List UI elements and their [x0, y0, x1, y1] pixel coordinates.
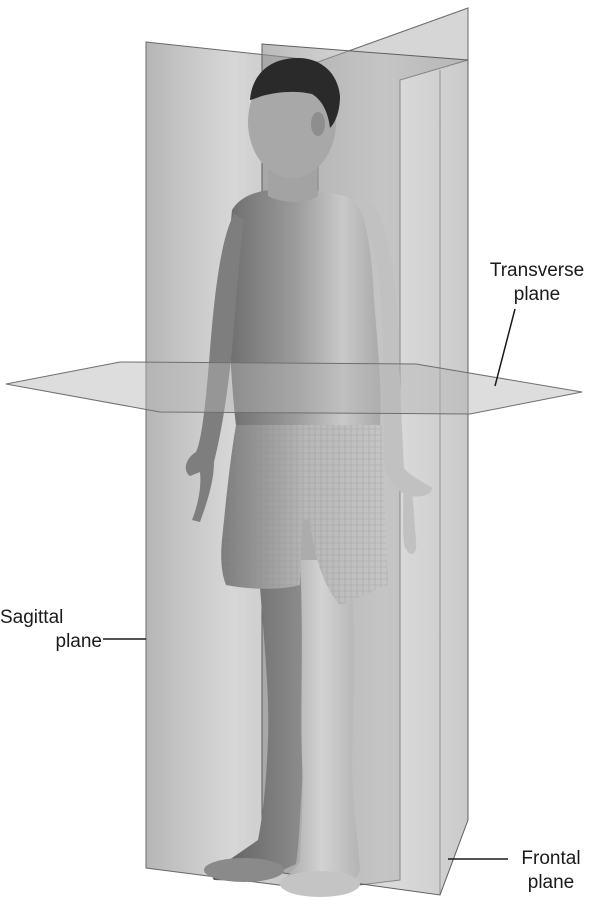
sagittal-label-line2: plane — [0, 630, 108, 654]
frontal-plane-label: Frontal plane — [506, 847, 596, 895]
frontal-label-line1: Frontal — [506, 847, 596, 871]
ear — [311, 112, 325, 136]
frontal-label-line2: plane — [506, 871, 596, 895]
sagittal-label-line1: Sagittal — [0, 606, 108, 630]
transverse-plane-label: Transverse plane — [470, 259, 604, 307]
transverse-label-line1: Transverse — [470, 259, 604, 283]
left-foot — [204, 858, 284, 882]
sagittal-plane-label: Sagittal plane — [0, 606, 108, 654]
transverse-leader-line — [495, 309, 515, 386]
right-foot — [280, 871, 360, 897]
transverse-plane — [6, 362, 582, 414]
transverse-label-line2: plane — [470, 283, 604, 307]
